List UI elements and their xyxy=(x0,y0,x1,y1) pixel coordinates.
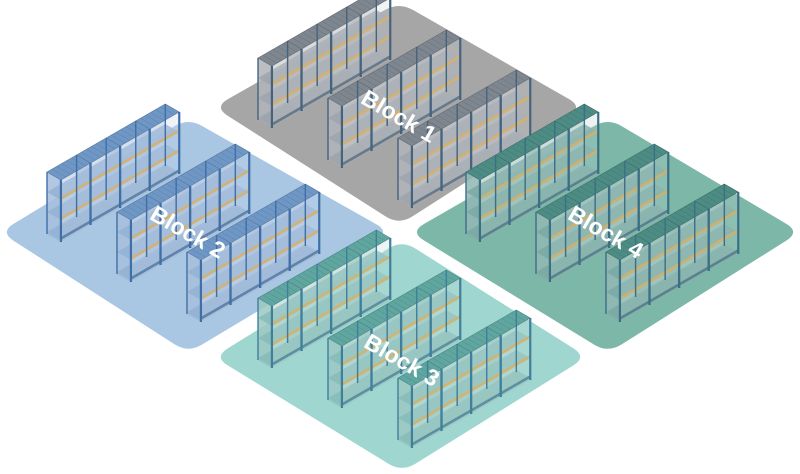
rack-row xyxy=(46,103,181,242)
block-2-racks xyxy=(46,103,321,322)
rack-row xyxy=(465,103,600,242)
rack-row xyxy=(186,183,321,322)
rack-unit xyxy=(426,343,473,431)
rack-unit xyxy=(397,120,443,208)
rack-row xyxy=(327,269,462,408)
rack-unit xyxy=(257,40,303,128)
rack-unit xyxy=(594,160,640,248)
block-4-racks xyxy=(465,103,740,322)
rack-unit xyxy=(564,177,611,265)
rack-unit xyxy=(605,234,651,322)
rack-unit xyxy=(327,80,373,168)
rack-unit xyxy=(456,326,502,414)
rack-unit xyxy=(175,160,221,248)
rack-unit xyxy=(215,217,262,305)
rack-unit xyxy=(535,194,581,282)
rack-row xyxy=(397,69,532,208)
rack-unit xyxy=(486,69,532,157)
rack-unit xyxy=(465,154,511,242)
rack-unit xyxy=(257,280,303,368)
block-3-racks xyxy=(257,229,532,448)
rack-row xyxy=(116,143,251,282)
rack-row xyxy=(257,0,392,128)
block-1-racks xyxy=(257,0,532,208)
rack-row xyxy=(257,229,392,368)
rack-unit xyxy=(245,200,291,288)
rack-unit xyxy=(186,234,232,322)
rack-unit xyxy=(116,194,162,282)
rack-row xyxy=(535,143,670,282)
rack-unit xyxy=(275,183,321,271)
rack-unit xyxy=(46,154,92,242)
rack-unit xyxy=(486,309,532,397)
rack-row xyxy=(605,183,740,322)
rack-row xyxy=(327,29,462,168)
rack-unit xyxy=(397,360,443,448)
rack-unit xyxy=(327,320,373,408)
rack-unit xyxy=(286,23,333,111)
rack-unit xyxy=(416,269,462,357)
rack-row xyxy=(397,309,532,448)
shelving-racks xyxy=(46,0,740,448)
